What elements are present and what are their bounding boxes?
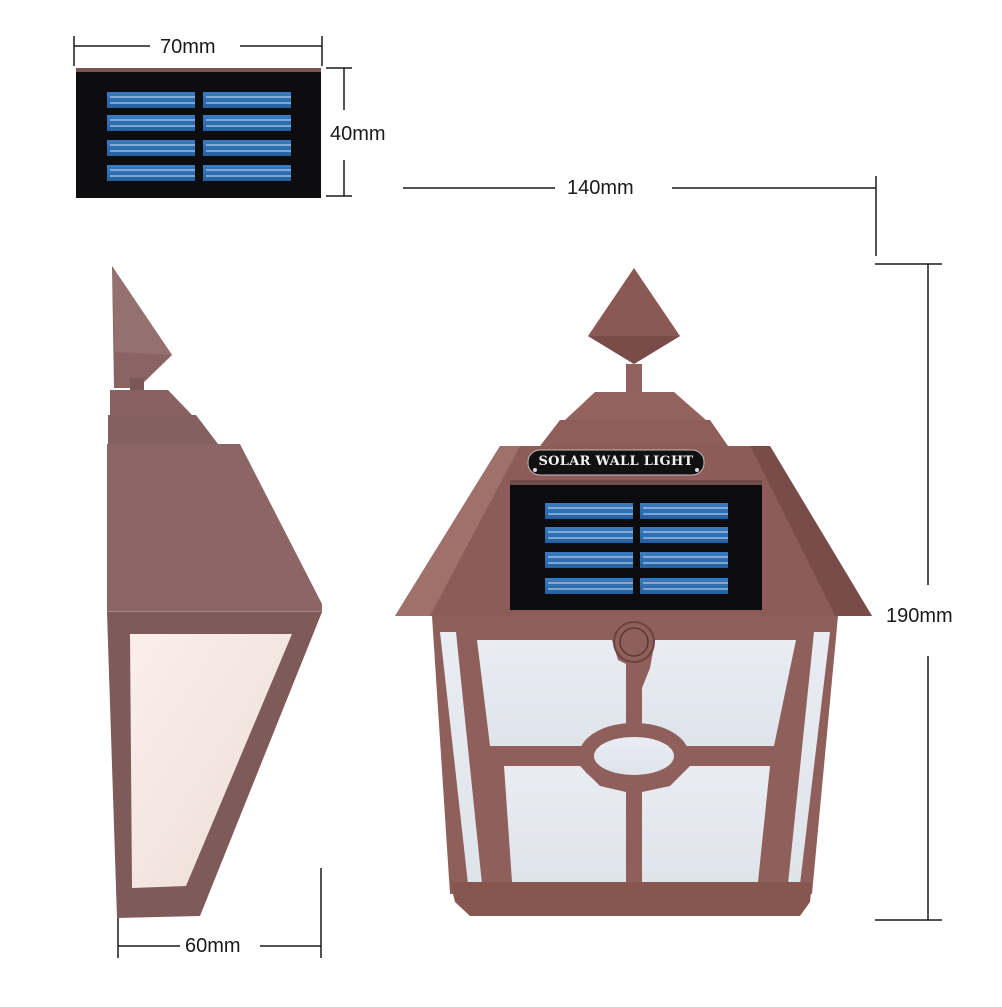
dimension-label-panel-width: 70mm bbox=[160, 36, 216, 58]
solar-panel-view bbox=[76, 68, 321, 198]
dimension-label-lamp-width: 140mm bbox=[567, 177, 634, 199]
side-view-lamp bbox=[107, 266, 322, 918]
name-plate-text: SOLAR WALL LIGHT bbox=[538, 454, 694, 469]
dimension-70mm-lines bbox=[73, 36, 323, 66]
dimension-label-lamp-depth: 60mm bbox=[185, 935, 241, 957]
front-view-lamp bbox=[395, 268, 872, 916]
dimension-190mm-lines bbox=[875, 263, 942, 921]
dimension-label-panel-height: 40mm bbox=[330, 123, 386, 145]
dimension-label-lamp-height: 190mm bbox=[886, 605, 953, 627]
dimension-140mm-lines bbox=[403, 176, 877, 256]
dimension-40mm-lines bbox=[326, 67, 352, 197]
